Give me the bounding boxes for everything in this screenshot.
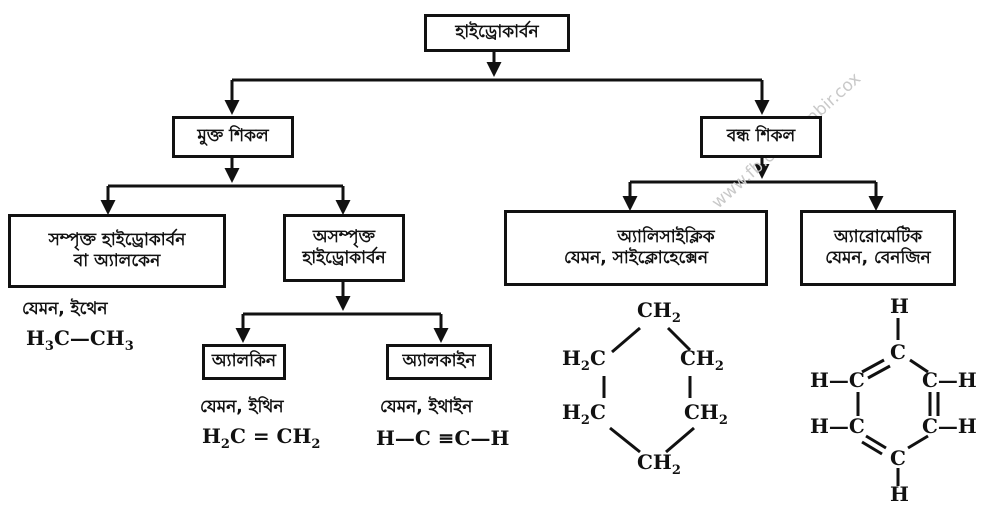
cyclohexane-bonds <box>602 326 695 454</box>
benzene-bonds <box>856 318 940 486</box>
benzene-top-h: H <box>890 294 909 318</box>
unsaturated-line1: অসম্পৃক্ত <box>312 226 376 247</box>
benzene-upper-right: C—H <box>922 368 977 392</box>
saturated-line1: সম্পৃক্ত হাইড্রোকার্বন <box>48 229 186 250</box>
open-chain-label: মুক্ত শিকল <box>197 126 269 147</box>
benzene-lower-left: H—C <box>810 414 865 438</box>
root-box: হাইড্রোকার্বন <box>424 14 570 52</box>
benzene-bottom-c: C <box>890 446 906 470</box>
benzene-bottom-h: H <box>890 482 909 506</box>
saturated-box: সম্পৃক্ত হাইড্রোকার্বন বা অ্যালকেন <box>8 214 226 288</box>
alicyclic-box: অ্যালিসাইক্লিক যেমন, সাইক্লোহেক্সেন <box>504 210 768 286</box>
ethyne-formula: H—C ≡C—H <box>376 426 510 450</box>
cyclohexane-upper-right-atom: CH2 <box>680 346 724 374</box>
benzene-top-c: C <box>890 340 906 364</box>
benzene-lower-right: C—H <box>922 414 977 438</box>
alicyclic-line2: যেমন, সাইক্লোহেক্সেন <box>564 248 708 268</box>
alkyne-box: অ্যালকাইন <box>386 344 492 380</box>
cyclohexane-bottom-atom: CH2 <box>637 450 681 478</box>
unsaturated-line2: হাইড্রোকার্বন <box>302 248 386 268</box>
alicyclic-line1: অ্যালিসাইক্লিক <box>617 226 715 247</box>
aromatic-box: অ্যারোমেটিক যেমন, বেনজিন <box>800 210 956 286</box>
ethene-formula: H2C = CH2 <box>202 424 321 452</box>
root-label: হাইড্রোকার্বন <box>455 22 539 43</box>
alkene-box: অ্যালকিন <box>202 344 286 380</box>
cyclohexane-lower-right-atom: CH2 <box>684 400 728 428</box>
ethene-example-label: যেমন, ইথিন <box>200 397 284 417</box>
cyclohexane-lower-left-atom: H2C <box>562 400 606 428</box>
alkene-label: অ্যালকিন <box>211 351 277 372</box>
cyclohexane-upper-left-atom: H2C <box>562 346 606 374</box>
ethyne-example-label: যেমন, ইথাইন <box>380 397 473 417</box>
benzene-upper-left: H—C <box>810 368 865 392</box>
ethane-example-label: যেমন, ইথেন <box>22 299 108 319</box>
alkyne-label: অ্যালকাইন <box>402 351 476 372</box>
saturated-line2: বা অ্যালকেন <box>73 251 161 271</box>
cyclohexane-top-atom: CH2 <box>637 298 681 326</box>
unsaturated-box: অসম্পৃক্ত হাইড্রোকার্বন <box>283 214 405 282</box>
ethane-formula: H3C—CH3 <box>26 326 134 354</box>
aromatic-line2: যেমন, বেনজিন <box>825 248 931 268</box>
open-chain-box: মুক্ত শিকল <box>172 116 294 158</box>
closed-chain-box: বন্ধ শিকল <box>700 116 822 158</box>
closed-chain-label: বন্ধ শিকল <box>726 126 796 147</box>
aromatic-line1: অ্যারোমেটিক <box>834 226 922 247</box>
